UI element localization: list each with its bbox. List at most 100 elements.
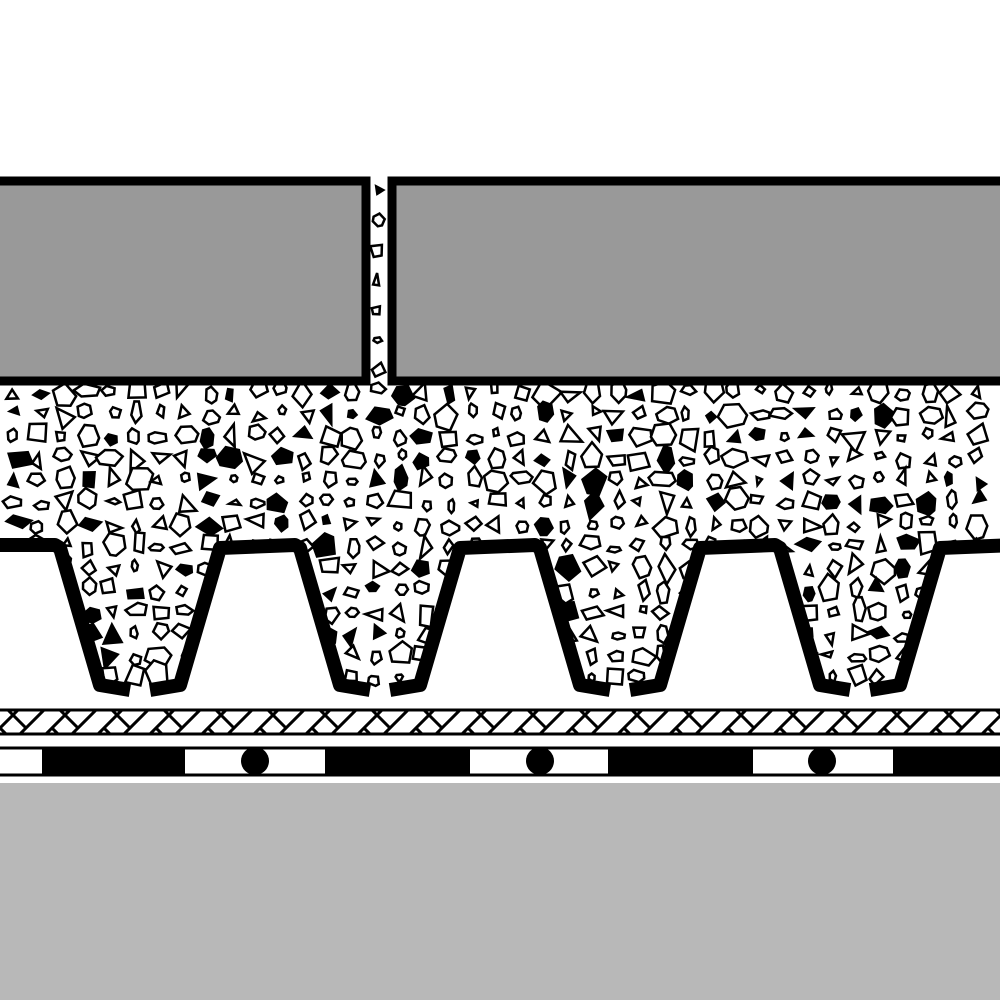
gravel-stone — [247, 423, 267, 441]
gravel-stone — [651, 515, 680, 540]
gravel-stone — [564, 449, 577, 473]
gravel-stone — [679, 495, 694, 509]
gravel-stone — [447, 497, 456, 515]
gravel-stone — [560, 537, 574, 554]
gravel-stone — [291, 424, 314, 440]
gravel-stone — [81, 575, 98, 597]
gravel-stone — [876, 512, 894, 529]
strip-dot — [526, 747, 554, 775]
gravel-stone — [847, 494, 862, 516]
gravel-stone — [108, 405, 123, 419]
gravel-stone — [965, 401, 990, 420]
gravel-stone — [587, 672, 596, 683]
gravel-stone — [975, 476, 989, 492]
gravel-stone — [129, 624, 139, 640]
gravel-stone — [368, 243, 384, 259]
gravel-stone — [605, 428, 625, 443]
gravel-stone — [321, 586, 338, 603]
gravel-stone — [613, 586, 626, 600]
gravel-stone — [344, 606, 361, 619]
gravel-stone — [800, 489, 823, 511]
gravel-stone — [418, 532, 434, 563]
gravel-stone — [129, 447, 147, 475]
gravel-stone — [32, 499, 51, 511]
gravel-stone — [129, 400, 143, 426]
gravel-stone — [365, 534, 387, 552]
gravel-stone — [867, 575, 885, 593]
gravel-stone — [802, 562, 815, 578]
gravel-stone — [678, 427, 700, 454]
gravel-stone — [197, 448, 218, 464]
gravel-stone — [896, 434, 907, 443]
gravel-stone — [748, 514, 770, 540]
gravel-stone — [370, 360, 388, 379]
gravel-stone — [438, 472, 454, 490]
gravel-stone — [103, 432, 118, 447]
gravel-stone — [418, 462, 434, 488]
gravel-stone — [627, 668, 646, 684]
gravel-stone — [921, 426, 934, 440]
gravel-stone — [901, 610, 913, 620]
gravel-stone — [839, 430, 867, 455]
gravel-stone — [394, 583, 410, 596]
gravel-stone — [397, 447, 408, 462]
gravel-stone — [580, 605, 606, 621]
gravel-stone — [107, 464, 122, 489]
gravel-stone — [554, 553, 582, 583]
gravel-stone — [26, 422, 48, 444]
gravel-stone — [6, 427, 18, 444]
gravel-stone — [200, 490, 221, 507]
gravel-stone — [850, 406, 863, 423]
gravel-stone — [298, 508, 318, 532]
gravel-stone — [657, 551, 677, 587]
gravel-stone — [875, 532, 888, 554]
gravel-stone — [318, 556, 341, 574]
gravel-stone — [340, 426, 364, 452]
gravel-stone — [971, 487, 988, 505]
gravel-stone — [629, 495, 642, 508]
gravel-stone — [342, 516, 360, 532]
gravel-stone — [943, 470, 953, 487]
gravel-stone — [174, 563, 194, 577]
gravel-stone — [509, 405, 523, 422]
ground-base — [0, 783, 1000, 1000]
gravel-stone — [631, 554, 653, 580]
corrugated-deck — [0, 538, 1000, 697]
gravel-stone — [716, 402, 749, 429]
gravel-stone — [104, 519, 126, 535]
gravel-stone — [925, 469, 939, 484]
gravel-stone — [170, 622, 193, 640]
gravel-stone — [54, 430, 67, 443]
gravel-stone — [948, 512, 959, 530]
gravel-stone — [222, 420, 237, 450]
gravel-stone — [194, 516, 224, 537]
gravel-stone — [650, 604, 671, 622]
gravel-stone — [101, 621, 124, 646]
gravel-stone — [130, 557, 140, 573]
gravel-stone — [25, 472, 47, 488]
gravel-stone — [77, 486, 98, 511]
gravel-stone — [775, 497, 795, 511]
gravel-stone — [409, 428, 433, 445]
gravel-stone — [365, 516, 383, 527]
gravel-stone — [562, 466, 577, 490]
gravel-stone — [828, 407, 844, 421]
gravel-stone — [463, 515, 484, 533]
gravel-stone — [777, 518, 794, 533]
gravel-stone — [586, 519, 599, 531]
gravel-stone — [685, 515, 697, 539]
gravel-stone — [654, 405, 680, 426]
gravel-stone — [53, 489, 75, 513]
gravel-stone — [79, 449, 104, 468]
gravel-stone — [624, 388, 646, 402]
gravel-stone — [893, 388, 912, 402]
paving-slab-right — [387, 176, 1000, 386]
gravel-stone — [7, 450, 35, 469]
gravel-stone — [171, 448, 188, 470]
gravel-stone — [680, 404, 690, 423]
gravel-stone — [506, 431, 526, 448]
gravel-stone — [311, 532, 336, 558]
gravel-stone — [918, 514, 935, 526]
gravel-stone — [220, 514, 243, 534]
gravel-stone — [370, 304, 382, 316]
